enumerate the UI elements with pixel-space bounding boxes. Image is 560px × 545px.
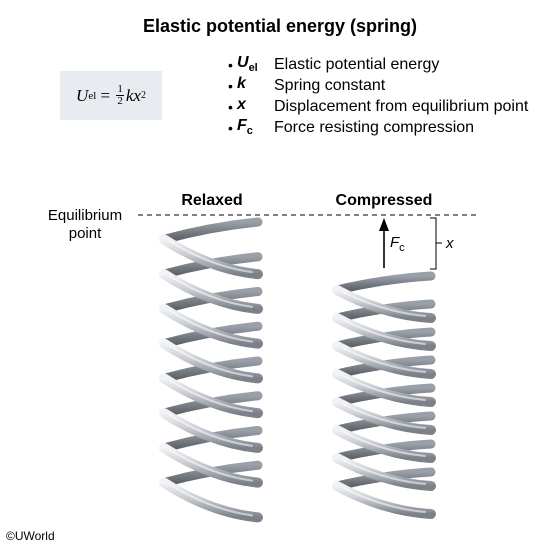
equilibrium-label-line1: Equilibrium	[47, 207, 123, 224]
spring-coil-highlight	[342, 319, 426, 345]
spring-coil-highlight	[342, 459, 426, 485]
page-title: Elastic potential energy (spring)	[142, 16, 418, 36]
spring-coil-front	[159, 269, 263, 314]
spring-coil-front	[159, 477, 263, 523]
force-label: Fc	[390, 234, 405, 254]
force-arrow	[379, 218, 389, 268]
spring-coil-front	[332, 481, 436, 519]
displacement-label: x	[445, 235, 454, 252]
compressed-spring	[332, 271, 436, 519]
variable-legend: • Uel Elastic potential energy • k Sprin…	[228, 54, 528, 138]
legend-description: Force resisting compression	[274, 118, 475, 136]
spring-coil-highlight	[169, 309, 253, 343]
legend-symbol: Uel	[237, 54, 258, 75]
formula-fraction: 1 2	[116, 84, 124, 107]
displacement-bracket	[430, 217, 442, 270]
spring-coil-highlight	[169, 483, 253, 517]
relaxed-spring	[159, 217, 263, 523]
legend-item: • Fc Force resisting compression	[228, 117, 528, 138]
spring-coil-highlight	[342, 431, 426, 457]
spring-coil-highlight	[342, 403, 426, 429]
spring-coil-highlight	[342, 487, 426, 513]
spring-coil-front	[332, 369, 436, 407]
formula-rhs-exp: 2	[140, 90, 146, 101]
legend-description: Spring constant	[274, 76, 386, 94]
spring-coil-highlight	[169, 414, 253, 447]
bullet-icon: •	[228, 56, 233, 73]
legend-symbol: k	[237, 75, 246, 93]
spring-coil-highlight	[169, 448, 253, 482]
spring-coil-front	[159, 303, 263, 349]
formula-rhs-var: kx	[125, 85, 141, 105]
legend-item: • k Spring constant	[228, 75, 528, 96]
spring-coil-back	[332, 271, 436, 295]
spring-coil-front	[159, 373, 263, 419]
bullet-icon: •	[228, 119, 233, 136]
spring-coil-front	[332, 425, 436, 463]
formula-lhs-var: U	[76, 85, 89, 105]
spring-coil-highlight	[169, 379, 253, 413]
spring-coil-front	[332, 397, 436, 435]
spring-coil-back	[159, 217, 263, 244]
legend-symbol: x	[237, 96, 246, 114]
spring-coil-highlight	[169, 240, 253, 274]
compressed-label: Compressed	[335, 192, 433, 209]
arrow-head-icon	[379, 218, 389, 231]
formula-frac-den: 2	[117, 95, 123, 107]
spring-coil-front	[332, 453, 436, 491]
formula-lhs-sub: el	[88, 89, 97, 102]
spring-coil-highlight	[342, 291, 426, 317]
spring-coil-front	[332, 285, 436, 323]
legend-item: • x Displacement from equilibrium point	[228, 96, 528, 117]
spring-coil-front	[159, 408, 263, 453]
bullet-icon: •	[228, 77, 233, 94]
spring-coil-highlight	[342, 347, 426, 373]
spring-coil-highlight	[342, 375, 426, 401]
spring-coil-highlight	[169, 275, 253, 308]
spring-coil-front	[159, 338, 263, 384]
formula-equals: =	[100, 85, 111, 105]
legend-description: Displacement from equilibrium point	[274, 97, 529, 115]
legend-item: • Uel Elastic potential energy	[228, 54, 528, 75]
equilibrium-label: Equilibrium point	[40, 207, 130, 243]
legend-description: Elastic potential energy	[274, 55, 440, 73]
legend-symbol: Fc	[237, 117, 253, 138]
spring-coil-highlight	[169, 344, 253, 378]
bullet-icon: •	[228, 98, 233, 115]
spring-coil-front	[332, 313, 436, 351]
formula-frac-num: 1	[116, 83, 124, 96]
copyright-text: ©UWorld	[6, 529, 55, 543]
spring-coil-front	[159, 442, 263, 488]
equilibrium-label-line2: point	[68, 225, 102, 242]
relaxed-label: Relaxed	[181, 192, 243, 209]
spring-coil-front	[159, 234, 263, 280]
spring-coil-front	[332, 341, 436, 379]
